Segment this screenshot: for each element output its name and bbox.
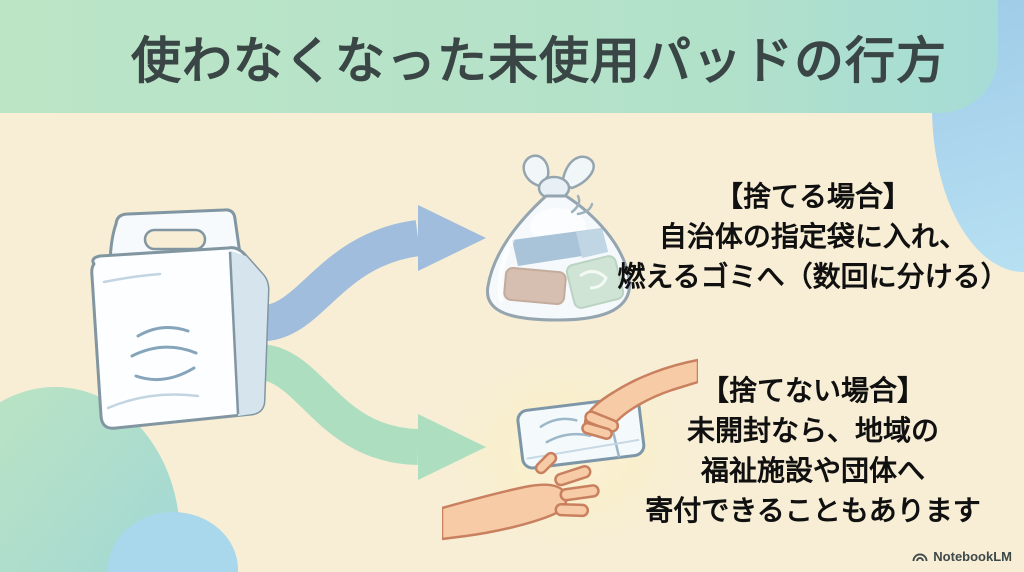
unused-pad-package-icon (90, 208, 270, 430)
donate-line: 未開封なら、地域の (686, 415, 939, 446)
bag-ribbon-detail (570, 194, 594, 216)
dispose-line: 自治体の指定袋に入れ、 (658, 221, 968, 252)
donate-text-block: 【捨てない場合】 未開封なら、地域の 福祉施設や団体へ 寄付できることもあります (608, 371, 1018, 531)
curved-arrow-up-right-icon (251, 205, 486, 342)
donate-line: 寄付できることもあります (645, 495, 981, 526)
bag-contents (503, 208, 625, 309)
curved-arrow-down-right-icon (252, 343, 486, 480)
branch-arrows (251, 205, 486, 480)
donate-heading: 【捨てない場合】 (700, 375, 925, 406)
package-wave-lines (130, 325, 198, 382)
package-side-shade (228, 250, 268, 416)
bag-highlight (497, 237, 515, 303)
notebooklm-logo-icon (912, 553, 928, 561)
donate-line: 福祉施設や団体へ (700, 455, 925, 486)
package-handle-hole (143, 228, 207, 251)
dispose-text-block: 【捨てる場合】 自治体の指定袋に入れ、 燃えるゴミへ（数回に分ける） (608, 177, 1018, 297)
hands-exchanging-package-icon (442, 358, 698, 541)
bag-ear-left (522, 154, 550, 188)
hand-bottom (442, 483, 568, 541)
hand-top (581, 358, 698, 440)
dispose-heading: 【捨てる場合】 (714, 181, 911, 212)
bag-ear-right (560, 155, 595, 190)
title-banner: 使わなくなった未使用パッドの行方 (0, 0, 998, 113)
hand-bottom-fingers (534, 451, 600, 518)
dispose-line: 燃えるゴミへ（数回に分ける） (617, 261, 1009, 292)
page-title: 使わなくなった未使用パッドの行方 (131, 32, 947, 89)
watermark: NotebookLM (912, 549, 1012, 564)
watermark-label: NotebookLM (933, 549, 1012, 564)
tied-garbage-bag-icon (485, 154, 632, 322)
